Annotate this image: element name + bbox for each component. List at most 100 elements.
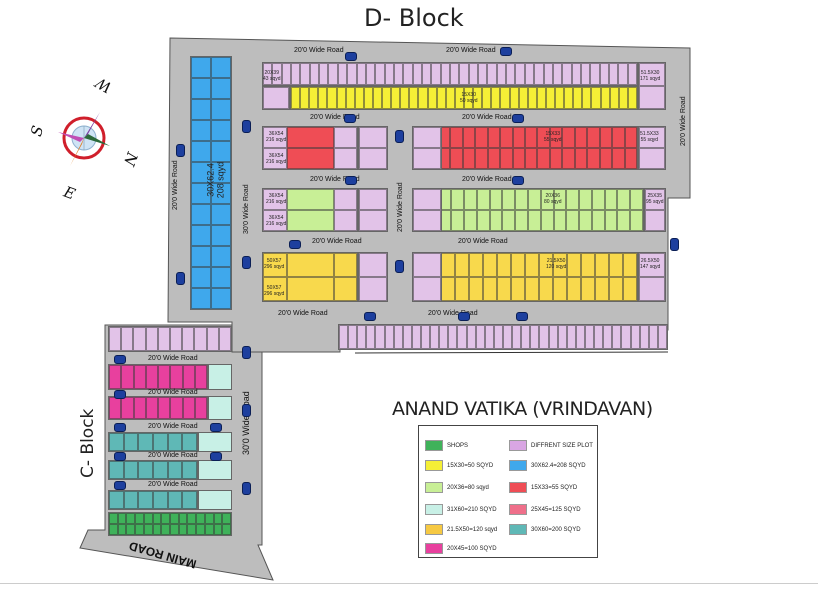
legend-swatch <box>425 504 443 515</box>
legend-label: DIFFRENT SIZE PLOT <box>531 442 593 449</box>
plots-c-teal-row-2 <box>108 460 198 480</box>
plots-c-mint-2 <box>208 396 232 420</box>
corner-plot-label-b: 51.5X30 171 sqyd <box>640 70 661 82</box>
road-label-bottom-2: 20'0 Wide Road <box>428 310 478 317</box>
car-icon <box>345 176 357 185</box>
legend-swatch <box>509 524 527 535</box>
legend-label: 25X45=125 SQYD <box>531 506 581 513</box>
car-icon <box>500 47 512 56</box>
car-icon <box>345 52 357 61</box>
red-left-label-b: 36X54 216 sqyd <box>266 153 287 165</box>
road-label-green-2: 20'0 Wide Road <box>462 176 512 183</box>
road-label-inner-vertical: 20'0 Wide Road <box>397 182 404 232</box>
legend-label: 31X60=210 SQYD <box>447 506 497 513</box>
corner-plot-label-a: 20X39 43 sqyd <box>263 70 281 82</box>
plots-orange-right-corner <box>638 252 666 302</box>
orange-left-label-b: 50X57 296 sqyd <box>264 285 285 297</box>
plots-c-pink-row-1 <box>108 364 208 390</box>
red-plot-size-label: 15X33 55 sqyd <box>544 131 562 143</box>
car-icon <box>512 176 524 185</box>
road-label-left-vertical: 20'0 Wide Road <box>172 160 179 210</box>
compass: W S N E <box>20 72 150 203</box>
plots-green-left-tail <box>358 188 388 232</box>
car-icon <box>512 114 524 123</box>
car-icon <box>114 452 126 461</box>
car-icon <box>242 256 251 269</box>
legend-item: 20X36=80 sqyd <box>425 482 489 493</box>
legend-item: 25X45=125 SQYD <box>509 504 581 515</box>
plots-orange-left-block <box>262 252 358 302</box>
boundary-line <box>354 351 669 354</box>
plots-c-mint-4 <box>198 460 232 480</box>
legend-swatch <box>425 524 443 535</box>
plots-orange-left-tail <box>358 252 388 302</box>
road-label-green-1: 20'0 Wide Road <box>310 176 360 183</box>
plots-c-mint-5 <box>198 490 232 510</box>
road-label-orange-1: 20'0 Wide Road <box>312 238 362 245</box>
legend-label: 21.5X50=120 sqyd <box>447 526 498 533</box>
compass-rose-icon <box>58 112 110 166</box>
road-label-red-2: 20'0 Wide Road <box>462 114 512 121</box>
c-road-label-2: 20'0 Wide Road <box>148 389 198 396</box>
car-icon <box>210 452 222 461</box>
plots-red-right-corner <box>638 126 666 170</box>
plots-red-left-tail <box>358 126 388 170</box>
legend-label: 20X45=100 SQYD <box>447 545 497 552</box>
green-plot-size-label: 20X36 80 sqyd <box>544 193 562 205</box>
plots-c-mint-1 <box>208 364 232 390</box>
car-icon <box>242 404 251 417</box>
legend-item: 15X33=55 SQYD <box>509 482 577 493</box>
plots-red-left-mid <box>412 126 442 170</box>
road-label-top-1: 20'0 Wide Road <box>294 47 344 54</box>
legend-item: 30X60=200 SQYD <box>509 524 581 535</box>
car-icon <box>114 390 126 399</box>
green-left-label-a: 36X54 216 sqyd <box>266 193 287 205</box>
legend-swatch <box>425 543 443 554</box>
legend-item: DIFFRENT SIZE PLOT <box>509 440 593 451</box>
legend-label: 15X30=50 SQYD <box>447 462 494 469</box>
road-label-top-2: 20'0 Wide Road <box>446 47 496 54</box>
legend: SHOPS DIFFRENT SIZE PLOT 15X30=50 SQYD 3… <box>418 425 598 558</box>
car-icon <box>516 312 528 321</box>
legend-swatch <box>509 440 527 451</box>
corner-plot-label-c: 51.5X33 55 sqyd <box>640 131 659 143</box>
c-road-label-5: 20'0 Wide Road <box>148 481 198 488</box>
plots-top-yellow-row <box>290 86 638 110</box>
blue-plot-size-label: 30X62.4 208 sqyd <box>205 161 226 199</box>
plots-green-left-block <box>262 188 358 232</box>
legend-label: SHOPS <box>447 442 469 449</box>
d-block-title: D- Block <box>364 4 464 32</box>
plots-c-teal-row-1 <box>108 432 198 452</box>
project-title: ANAND VATIKA (VRINDAVAN) <box>392 398 653 420</box>
plots-c-shops-row <box>108 512 232 536</box>
legend-label: 20X36=80 sqyd <box>447 484 489 491</box>
road-label-orange-2: 20'0 Wide Road <box>458 238 508 245</box>
car-icon <box>242 346 251 359</box>
car-icon <box>210 423 222 432</box>
orange-left-label-a: 50X57 296 sqyd <box>264 258 285 270</box>
road-label-right-vertical: 20'0 Wide Road <box>680 96 687 146</box>
plots-orange-left-mid <box>412 252 442 302</box>
legend-item: 21.5X50=120 sqyd <box>425 524 497 535</box>
corner-plot-label-e: 26.5X50 147 sqyd <box>640 258 661 270</box>
plots-c-teal-row-3 <box>108 490 198 510</box>
legend-label: 30X60=200 SQYD <box>531 526 581 533</box>
plots-top-right-corner <box>638 62 666 110</box>
plots-c-top-lilac <box>108 326 232 352</box>
legend-item: SHOPS <box>425 440 468 451</box>
road-label-mid-vertical: 30'0 Wide Road <box>243 184 250 234</box>
road-label-c-vertical: 30'0 Wide Road <box>241 391 251 455</box>
car-icon <box>176 272 185 285</box>
plots-green-main-block <box>412 188 644 232</box>
plots-30x62-column <box>190 56 232 310</box>
car-icon <box>114 355 126 364</box>
road-label-bottom-1: 20'0 Wide Road <box>278 310 328 317</box>
plots-red-main-block <box>412 126 638 170</box>
legend-swatch <box>425 460 443 471</box>
plots-d-bottom-lilac-row <box>338 324 668 350</box>
legend-swatch <box>425 440 443 451</box>
legend-item: 20X45=100 SQYD <box>425 543 497 554</box>
car-icon <box>242 482 251 495</box>
road-label-red-1: 20'0 Wide Road <box>310 114 360 121</box>
car-icon <box>289 240 301 249</box>
